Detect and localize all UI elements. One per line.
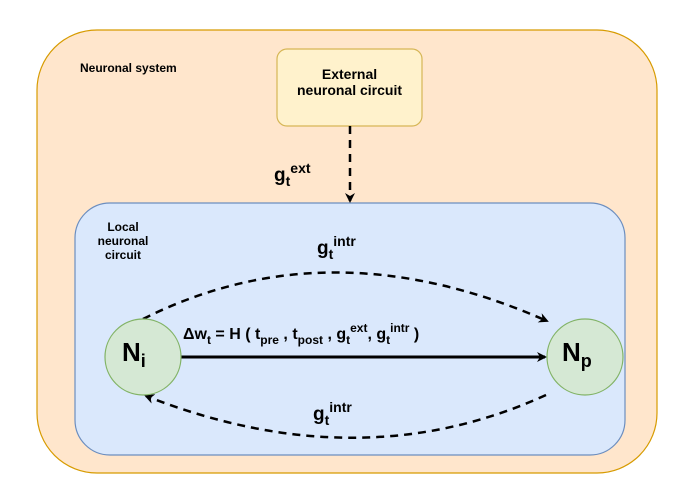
external-signal-sup: ext — [290, 160, 311, 176]
formula-g1-sub: t — [346, 333, 351, 347]
formula-sep2: , — [323, 326, 337, 343]
formula-t1: t — [254, 326, 261, 343]
intrinsic-backward-sup: intr — [329, 399, 352, 415]
formula-t1-sub: pre — [260, 333, 279, 347]
intrinsic-forward-edge[interactable] — [142, 271, 549, 323]
neuronal-system-label: Neuronal system — [80, 61, 177, 75]
formula-g2-sup: intr — [390, 321, 410, 335]
local-circuit-label-line2: neuronal — [97, 233, 149, 248]
intrinsic-backward-sub: t — [324, 412, 330, 428]
intrinsic-forward-label: gtintr — [317, 233, 356, 262]
node-np[interactable] — [546, 318, 624, 396]
formula-t2-sub: post — [297, 333, 323, 347]
node-np-label: Np — [562, 337, 592, 372]
local-circuit-box — [74, 202, 626, 456]
external-circuit-label: External neuronal circuit — [277, 66, 422, 98]
node-ni-sub: i — [140, 351, 146, 371]
intrinsic-backward-edge[interactable] — [144, 393, 547, 439]
intrinsic-forward-sub: t — [328, 246, 334, 262]
node-np-base: N — [562, 337, 581, 367]
formula-delta: Δw — [183, 326, 207, 343]
node-ni-base: N — [122, 337, 141, 367]
formula-eq: = H ( — [210, 326, 255, 343]
formula-sep3: , — [367, 326, 377, 343]
external-signal-label: gtext — [274, 160, 311, 189]
formula-g2: g — [376, 326, 387, 343]
external-circuit-label-line2: neuronal circuit — [296, 82, 403, 99]
intrinsic-forward-base: g — [317, 238, 329, 259]
intrinsic-backward-label: gtintr — [313, 399, 352, 428]
formula-close: ) — [409, 326, 420, 343]
intrinsic-backward-base: g — [313, 404, 325, 425]
node-ni-label: Ni — [122, 337, 146, 372]
formula-g2-sub: t — [386, 333, 391, 347]
formula-delta-sub: t — [206, 333, 211, 347]
local-circuit-label: Local neuronal circuit — [88, 220, 158, 262]
local-circuit-label-line3: circuit — [104, 247, 141, 262]
weight-update-formula: Δwt = H ( tpre , tpost , gtext, gtintr ) — [183, 321, 420, 348]
external-signal-base: g — [274, 165, 286, 186]
formula-g1-sup: ext — [350, 321, 368, 335]
formula-g1: g — [336, 326, 347, 343]
external-circuit-label-line1: External — [321, 66, 378, 82]
intrinsic-forward-sup: intr — [333, 233, 356, 249]
formula-sep1: , — [278, 326, 293, 343]
node-np-sub: p — [580, 351, 592, 371]
node-ni[interactable] — [104, 318, 182, 396]
formula-t2: t — [292, 326, 298, 343]
local-circuit-label-line1: Local — [107, 220, 139, 234]
external-signal-sub: t — [285, 173, 291, 189]
